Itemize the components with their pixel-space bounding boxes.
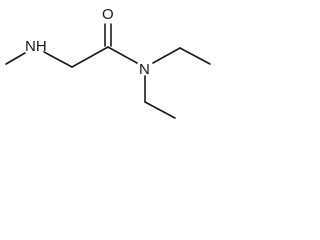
bond-n-ethyl1-b (179, 47, 211, 65)
bond-nh-ch2 (43, 51, 73, 68)
atom-label-o: O (102, 6, 114, 23)
bond-carbonyl-n (107, 46, 138, 64)
atom-label-n: N (139, 61, 150, 78)
bond-n-ethyl1-a (152, 47, 181, 64)
structure-diagram: NH O N (5, 6, 211, 119)
atom-label-nh: NH (25, 38, 47, 55)
bond-methyl-nh (5, 52, 26, 65)
bond-n-ethyl2-b (144, 101, 176, 119)
bond-ch2-carbonyl (71, 46, 109, 68)
